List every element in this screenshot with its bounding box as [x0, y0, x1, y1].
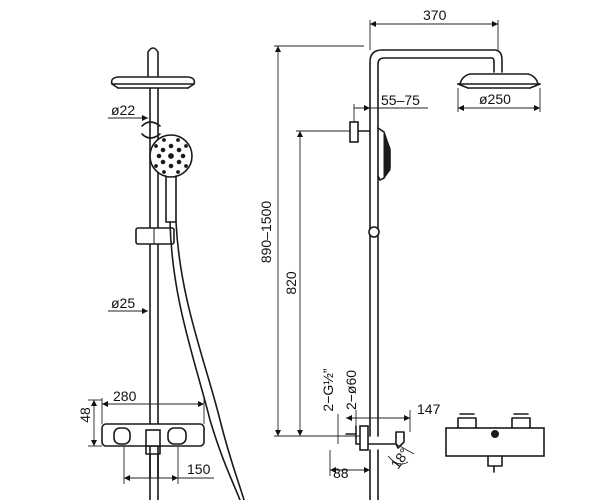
dim-head-arm-length: 370 — [423, 7, 447, 23]
dim-pipe-dia-bottom: ø25 — [111, 295, 135, 311]
side-slide-holder — [368, 226, 380, 238]
slide-holder — [135, 227, 175, 245]
top-mixer-right-handle — [511, 417, 531, 429]
dim-inlet-spacing: 150 — [187, 461, 211, 477]
front-mixer-spout — [145, 429, 161, 447]
dim-bracket-offset: 55–75 — [381, 92, 420, 108]
front-view: ø22 ø25 280 48 150 — [77, 47, 245, 500]
dim-spout-length: 147 — [417, 401, 441, 417]
side-wall-bracket — [349, 121, 359, 143]
top-mixer-center-button — [491, 430, 499, 438]
top-mixer-left-handle — [457, 417, 477, 429]
front-mixer-left-knob — [113, 427, 131, 445]
front-head-stem — [147, 47, 159, 77]
side-view: 890–1500 820 370 ø250 55–75 — [258, 7, 541, 500]
hand-shower-handle — [165, 175, 177, 223]
dim-inlet-dia: 2−ø60 — [343, 370, 359, 410]
dim-shelf-width: 280 — [113, 388, 137, 404]
front-upper-bracket — [141, 121, 161, 139]
dim-wall-offset: 88 — [333, 465, 349, 481]
dim-spout-angle: 18° — [387, 445, 412, 472]
dim-head-diameter: ø250 — [479, 91, 511, 107]
mixer-top-view — [445, 413, 545, 473]
hand-shower-nozzles — [154, 138, 188, 174]
dim-shelf-height: 48 — [77, 407, 93, 423]
dim-pipe-dia-top: ø22 — [111, 102, 135, 118]
front-rain-head — [110, 76, 196, 89]
side-shower-arm — [369, 49, 503, 437]
side-rain-head — [457, 73, 541, 89]
front-mixer-right-knob — [167, 427, 187, 445]
dim-outlet-height: 820 — [283, 271, 299, 295]
dim-thread-spec: 2−G½” — [320, 368, 336, 412]
dim-total-height: 890–1500 — [258, 201, 274, 264]
hand-shower-hose — [169, 221, 241, 500]
top-mixer-spout — [487, 455, 503, 473]
